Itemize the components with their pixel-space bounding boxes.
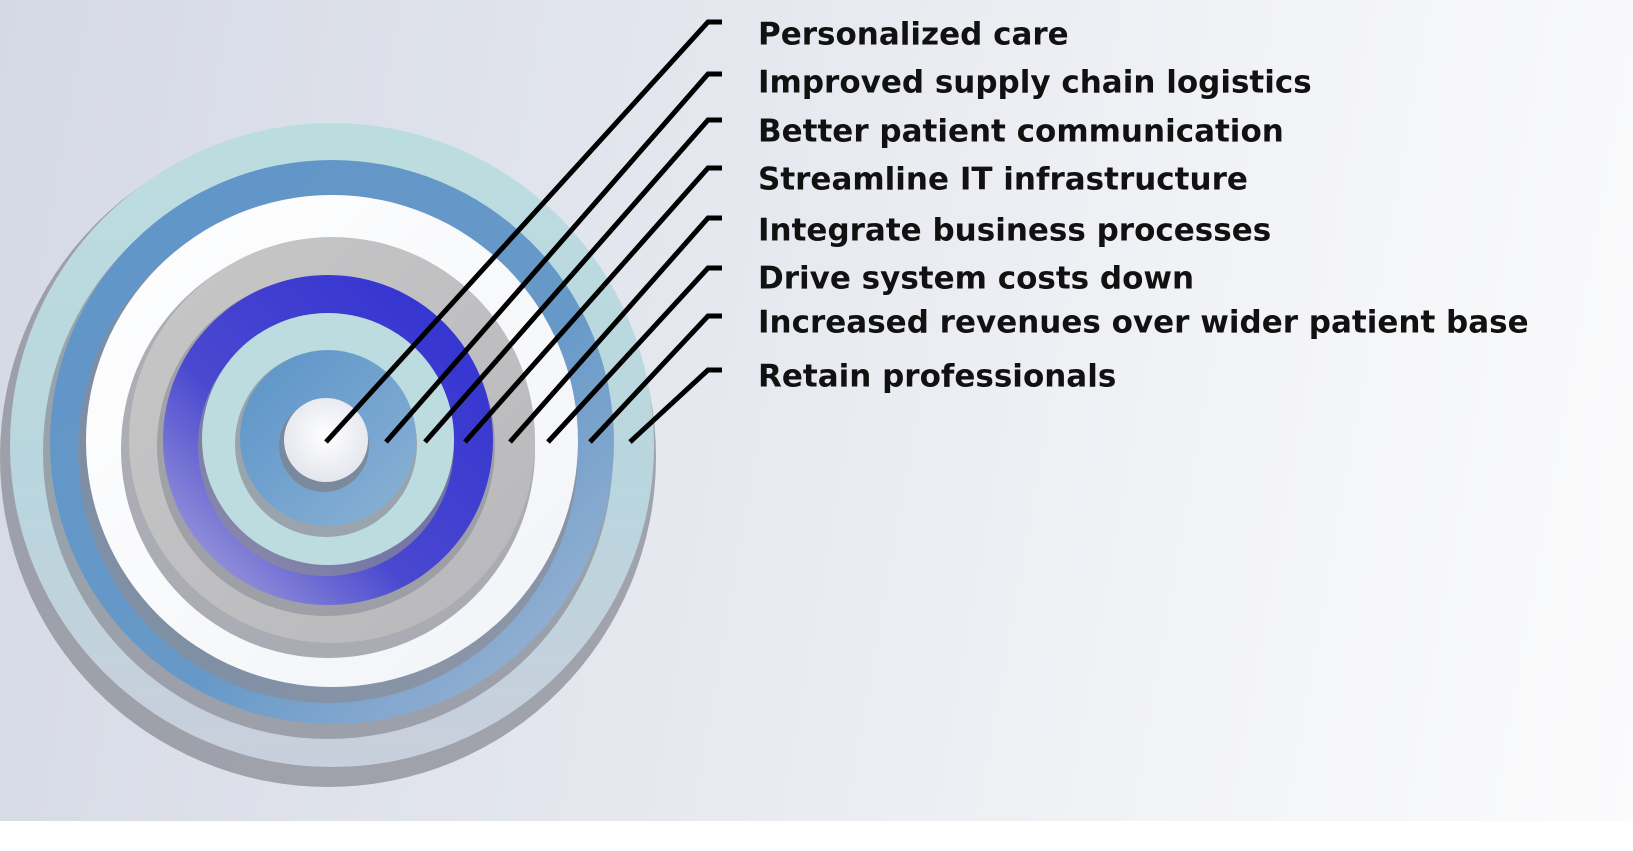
- leader-line-7: [588, 313, 722, 444]
- goal-label-1: Personalized care: [758, 17, 1069, 53]
- leader-line-6: [546, 265, 722, 444]
- goal-label-5: Integrate business processes: [758, 213, 1271, 249]
- goal-label-3: Better patient communication: [758, 114, 1284, 150]
- goal-label-2: Improved supply chain logistics: [758, 65, 1312, 101]
- goal-label-6: Drive system costs down: [758, 261, 1194, 297]
- leader-line-5: [508, 215, 722, 444]
- leader-line-8: [628, 367, 722, 444]
- target-rings: [0, 123, 656, 787]
- goal-label-4: Streamline IT infrastructure: [758, 162, 1248, 198]
- leader-line-1: [324, 19, 722, 444]
- leader-lines: [324, 19, 722, 444]
- leader-line-2: [384, 71, 722, 444]
- leader-line-3: [423, 117, 722, 444]
- leader-line-4: [463, 165, 722, 444]
- goal-label-8: Retain professionals: [758, 359, 1116, 395]
- goal-label-7: Increased revenues over wider patient ba…: [758, 305, 1529, 341]
